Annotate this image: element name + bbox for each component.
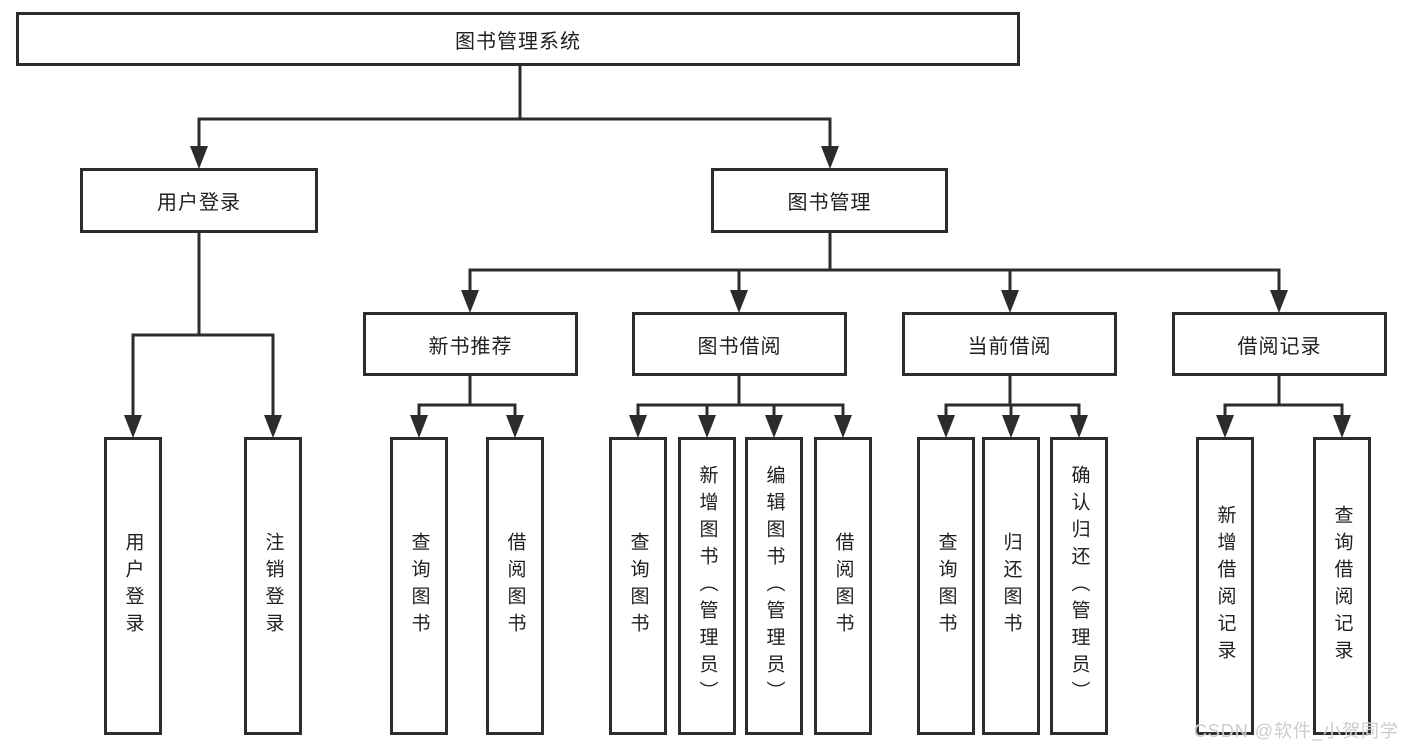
node-library-management-system: 图书管理系统 — [16, 12, 1020, 66]
node-user-login: 用户登录 — [80, 168, 318, 233]
connector-book-management-children — [468, 233, 1281, 292]
connector-root-to-level2 — [197, 66, 832, 148]
arrowhead-icons — [124, 146, 1351, 438]
leaf-label: 用户登录 — [122, 532, 144, 640]
leaf-add-borrow-record: 新增借阅记录 — [1196, 437, 1254, 735]
node-label: 用户登录 — [157, 192, 241, 214]
leaf-label: 新增图书（管理员） — [696, 464, 718, 708]
leaf-label: 查询图书 — [935, 532, 957, 640]
node-book-management: 图书管理 — [711, 168, 948, 233]
node-label: 图书借阅 — [697, 335, 782, 358]
leaf-confirm-return-admin: 确认归还（管理员） — [1050, 437, 1108, 735]
node-label: 借阅记录 — [1237, 335, 1322, 358]
leaf-label: 查询图书 — [408, 532, 430, 640]
leaf-borrow-books-recommend: 借阅图书 — [486, 437, 544, 735]
connector-current-borrowing-children — [944, 376, 1081, 417]
leaf-query-books-recommend: 查询图书 — [390, 437, 448, 735]
leaf-logout: 注销登录 — [244, 437, 302, 735]
csdn-watermark: CSDN @软件_小贺同学 — [1193, 721, 1399, 741]
node-borrowing-records: 借阅记录 — [1172, 312, 1387, 376]
connector-new-book-children — [417, 376, 517, 417]
leaf-label: 借阅图书 — [504, 532, 526, 640]
node-label: 当前借阅 — [967, 335, 1052, 358]
node-new-book-recommendation: 新书推荐 — [363, 312, 578, 376]
leaf-label: 查询图书 — [627, 532, 649, 640]
leaf-label: 编辑图书（管理员） — [763, 464, 785, 708]
node-current-borrowing: 当前借阅 — [902, 312, 1117, 376]
leaf-add-books-admin: 新增图书（管理员） — [678, 437, 736, 735]
leaf-user-login: 用户登录 — [104, 437, 162, 735]
leaf-edit-books-admin: 编辑图书（管理员） — [745, 437, 803, 735]
node-book-borrowing: 图书借阅 — [632, 312, 847, 376]
node-label: 新书推荐 — [428, 335, 513, 358]
leaf-query-borrow-record: 查询借阅记录 — [1313, 437, 1371, 735]
node-label: 图书管理 — [787, 192, 872, 214]
leaf-label: 新增借阅记录 — [1214, 505, 1236, 667]
leaf-label: 借阅图书 — [832, 532, 854, 640]
leaf-return-books: 归还图书 — [982, 437, 1040, 735]
connector-book-borrowing-children — [636, 376, 845, 417]
connector-user-login-children — [131, 233, 275, 417]
leaf-query-books-borrowing: 查询图书 — [609, 437, 667, 735]
leaf-label: 查询借阅记录 — [1331, 505, 1353, 667]
leaf-label: 确认归还（管理员） — [1068, 464, 1090, 708]
node-label: 图书管理系统 — [455, 30, 581, 53]
leaf-query-books-current: 查询图书 — [917, 437, 975, 735]
leaf-label: 归还图书 — [1000, 532, 1022, 640]
leaf-label: 注销登录 — [262, 532, 284, 640]
leaf-borrow-books: 借阅图书 — [814, 437, 872, 735]
connector-borrowing-records-children — [1223, 376, 1344, 417]
